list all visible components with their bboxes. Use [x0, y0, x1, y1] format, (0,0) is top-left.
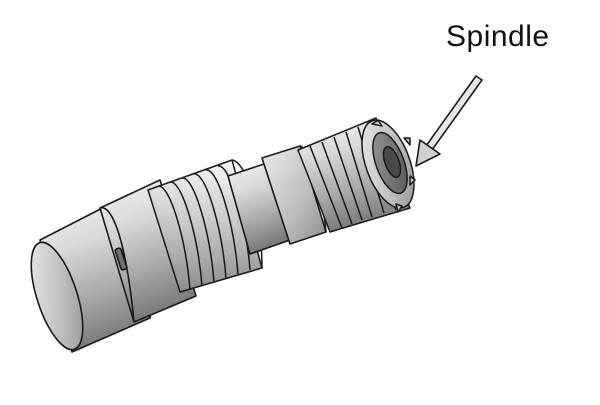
spindle-label: Spindle — [446, 20, 550, 53]
spindle-arrow — [415, 75, 483, 167]
valve-collar — [99, 179, 197, 323]
spindle — [297, 117, 416, 233]
